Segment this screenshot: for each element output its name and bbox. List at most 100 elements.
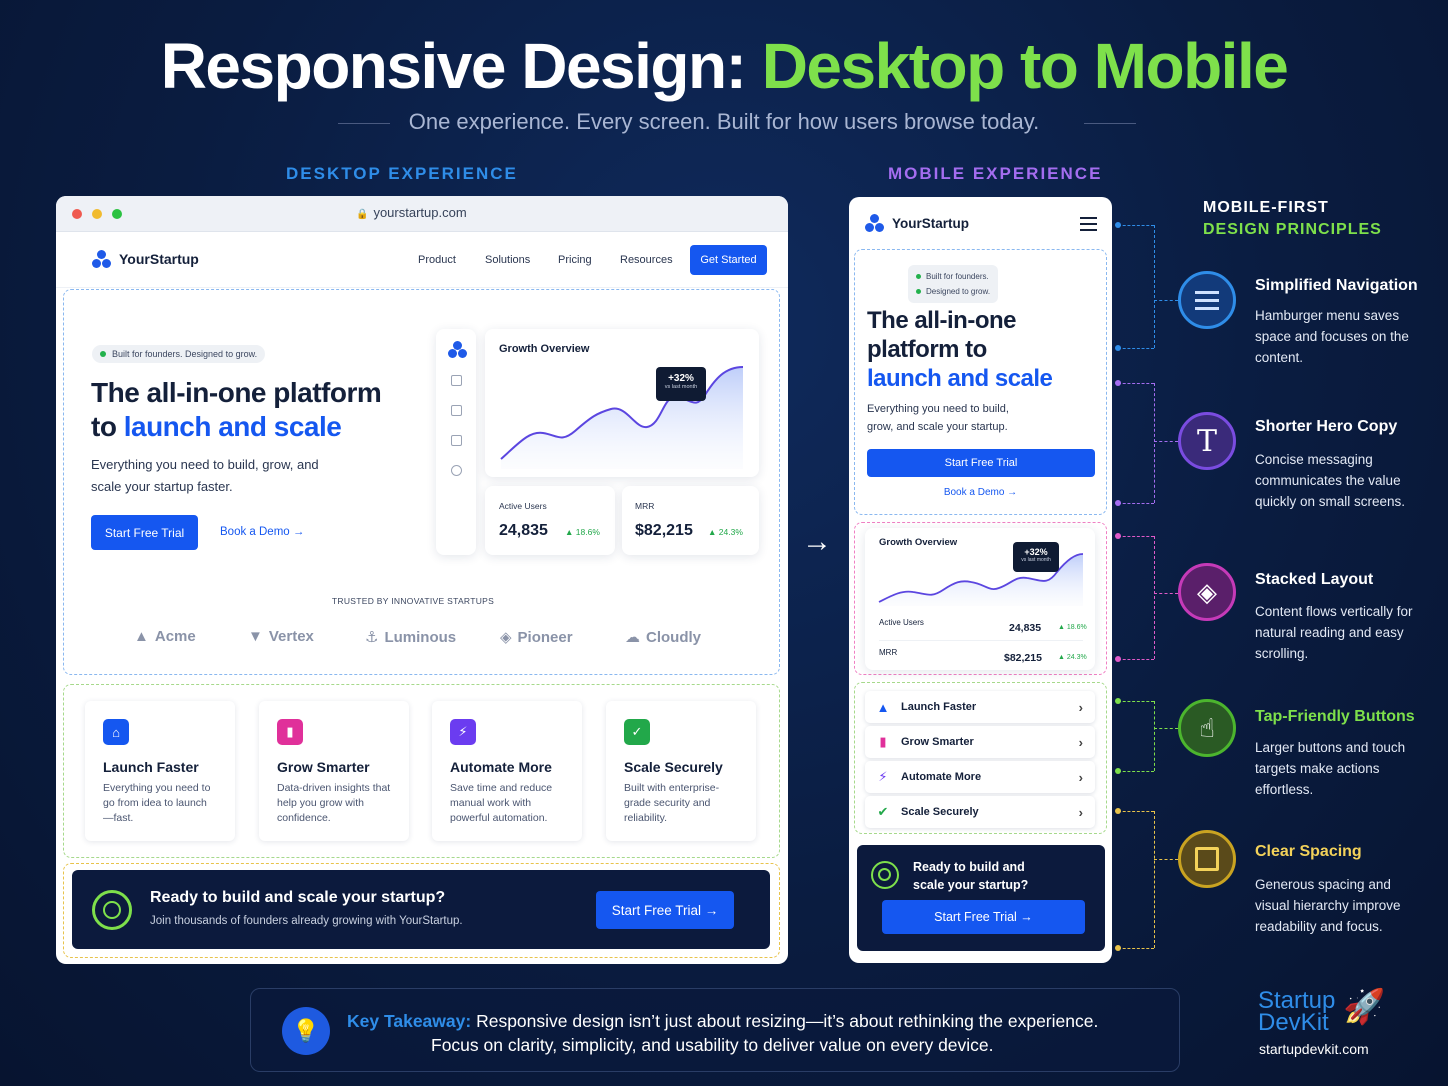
sidebar-icon[interactable] [451,375,462,386]
growth-badge: +32% vs last month [1013,542,1059,572]
nav-resources[interactable]: Resources [620,254,673,266]
chevron-right-icon: › [1078,734,1083,750]
connector-dot [1115,380,1121,386]
desktop-mockup: 🔒yourstartup.com YourStartup Product Sol… [56,196,788,964]
row-label: Scale Securely [901,806,979,818]
browser-chrome: 🔒yourstartup.com [56,196,788,232]
metric-value: $82,215 [1004,652,1042,664]
growth-chart [500,366,744,469]
chevron-right-icon: › [1078,804,1083,820]
connector [1118,348,1154,349]
mobile-row-grow[interactable]: ▮Grow Smarter› [865,726,1095,758]
lightning-icon: ⚡ [878,769,888,784]
mobile-cta-start-trial-button[interactable]: Start Free Trial → [882,900,1085,934]
get-started-button[interactable]: Get Started [690,245,767,275]
pointer-hand-icon: ☝ [1178,699,1236,757]
connector [1118,383,1154,384]
brand-name: Vertex [268,628,314,645]
chevron-right-icon: › [1078,699,1083,715]
brand-luminous: ⚓Luminous [365,628,456,647]
nav-pricing[interactable]: Pricing [558,254,592,266]
shield-icon: ✔ [877,804,889,819]
title-green: Desktop to Mobile [761,30,1289,102]
bar-chart-icon: ▮ [879,734,887,749]
trusted-label: TRUSTED BY INNOVATIVE STARTUPS [331,596,495,606]
sidebar-icon[interactable] [451,435,462,446]
sidebar-icon[interactable] [451,405,462,416]
connector-dot [1115,222,1121,228]
principle-desc: Content flows vertically for natural rea… [1255,604,1413,661]
row-label: Launch Faster [901,701,977,713]
mobile-logo[interactable]: YourStartup [865,214,969,232]
mobile-row-launch[interactable]: ▲Launch Faster› [865,691,1095,723]
active-users-card: Active Users 24,835 ▲ 18.6% [485,486,615,555]
headline-line: The all-in-one [867,307,1017,334]
metric-label: MRR [635,501,655,511]
metric-change: ▲ 24.3% [1058,654,1087,661]
connector [1154,728,1178,729]
growth-chart-card: Growth Overview +32% vs last month [485,329,759,477]
cta-banner: Ready to build and scale your startup? J… [72,870,770,949]
connector [1154,811,1155,948]
book-demo-link[interactable]: Book a Demo → [220,526,305,538]
footer-url[interactable]: startupdevkit.com [1259,1041,1369,1057]
principle-title: Simplified Navigation [1255,277,1418,294]
logo-icon [92,250,112,268]
cta-sub: Join thousands of founders already growi… [150,915,463,927]
row-label: Automate More [901,771,982,783]
principle-title: Shorter Hero Copy [1255,418,1398,435]
mobile-hero-section [854,249,1107,515]
search-icon[interactable] [451,465,462,476]
v-icon: ▼ [248,628,263,645]
metric-label: MRR [879,648,898,657]
connector [1154,859,1178,860]
feature-desc: Built with enterprise-grade security and… [624,782,720,824]
hero-pill: Built for founders. Designed to grow. [92,344,266,363]
principle-desc: Concise messaging communicates the value… [1255,452,1406,509]
metric-change: ▲ 24.3% [708,527,743,537]
mobile-row-automate[interactable]: ⚡Automate More› [865,761,1095,793]
mobile-label: MOBILE EXPERIENCE [888,164,1103,183]
mobile-row-secure[interactable]: ✔ Scale Securely › [865,796,1095,828]
desktop-label: DESKTOP EXPERIENCE [286,164,518,183]
nav-product[interactable]: Product [418,254,456,266]
feature-title: Grow Smarter [277,759,370,775]
hamburger-menu-icon[interactable] [1080,217,1097,231]
connector [1118,948,1154,949]
badge-value: +32% [668,373,694,384]
url-bar[interactable]: 🔒yourstartup.com [356,205,467,220]
home-icon: ⌂ [103,719,129,745]
brand-vertex: ▼ Vertex [248,628,314,645]
hero-body: Everything you need to build, grow, and … [91,457,319,494]
feature-desc: Everything you need to go from idea to l… [103,782,211,824]
start-free-trial-button[interactable]: Start Free Trial [91,515,198,550]
badge-value: +32% [1024,547,1048,557]
metric-change: ▲ 18.6% [1058,624,1087,631]
connector [1154,441,1178,442]
footer-brand[interactable]: Startup DevKit [1258,989,1335,1035]
divider [338,123,390,124]
mobile-headline: The all-in-one platform to launch and sc… [867,306,1053,393]
nav-solutions[interactable]: Solutions [485,254,531,266]
brand-name: Cloudly [646,628,701,646]
dashboard-sidebar [436,329,476,555]
connector [1118,536,1154,537]
principle-desc: Hamburger menu saves space and focuses o… [1255,308,1409,365]
metric-value: $82,215 [635,522,693,539]
bar-chart-icon: ▮ [277,719,303,745]
connector-dot [1115,698,1121,704]
cta-start-trial-button[interactable]: Start Free Trial → [596,891,734,929]
mobile-book-demo-link[interactable]: Book a Demo → [943,487,1018,498]
logo-icon [448,341,468,359]
connector [1154,701,1155,771]
page-title: Responsive Design: Desktop to Mobile [0,28,1448,104]
mobile-start-trial-button[interactable]: Start Free Trial [867,449,1095,477]
logo[interactable]: YourStartup [92,250,199,268]
mobile-pill: Built for founders. Designed to grow. [908,265,999,303]
metric-change: ▲ 18.6% [565,527,600,537]
